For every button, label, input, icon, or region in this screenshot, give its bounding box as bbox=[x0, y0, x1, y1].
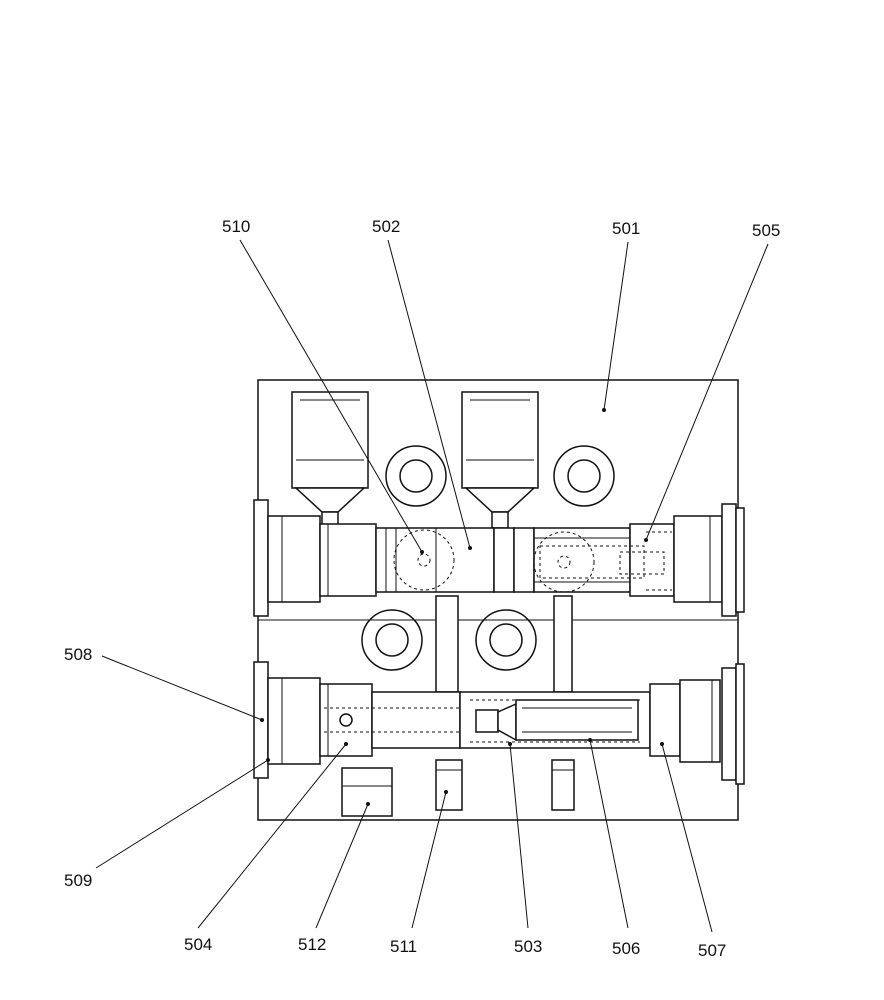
label-507: 507 bbox=[698, 941, 726, 960]
lower-bolt-hole-left bbox=[361, 609, 423, 671]
bottom-center-port-fitting bbox=[435, 759, 463, 811]
lower-bolt-hole-right bbox=[475, 609, 537, 671]
upper-bolt-hole-right bbox=[553, 445, 615, 507]
label-512: 512 bbox=[298, 935, 326, 954]
leader-dots bbox=[260, 408, 664, 806]
label-502: 502 bbox=[372, 217, 400, 236]
label-508: 508 bbox=[64, 645, 92, 664]
label-506: 506 bbox=[612, 939, 640, 958]
label-510: 510 bbox=[222, 217, 250, 236]
bottom-left-port-fitting bbox=[341, 767, 393, 817]
top-left-port-fitting bbox=[291, 391, 369, 529]
passage-right bbox=[553, 595, 573, 693]
lower-bore bbox=[253, 661, 745, 785]
label-505: 505 bbox=[752, 221, 780, 240]
bottom-right-port-fitting bbox=[551, 759, 575, 811]
leader-lines bbox=[95, 239, 769, 933]
label-511: 511 bbox=[390, 937, 417, 956]
top-center-port-fitting bbox=[461, 391, 539, 529]
label-503: 503 bbox=[514, 937, 542, 956]
label-509: 509 bbox=[64, 871, 92, 890]
passage-left bbox=[435, 595, 459, 693]
upper-bore bbox=[253, 499, 745, 617]
upper-spool-hidden-lines bbox=[393, 529, 672, 593]
label-501: 501 bbox=[612, 219, 640, 238]
upper-bolt-hole-left bbox=[385, 445, 447, 507]
label-504: 504 bbox=[184, 935, 212, 954]
